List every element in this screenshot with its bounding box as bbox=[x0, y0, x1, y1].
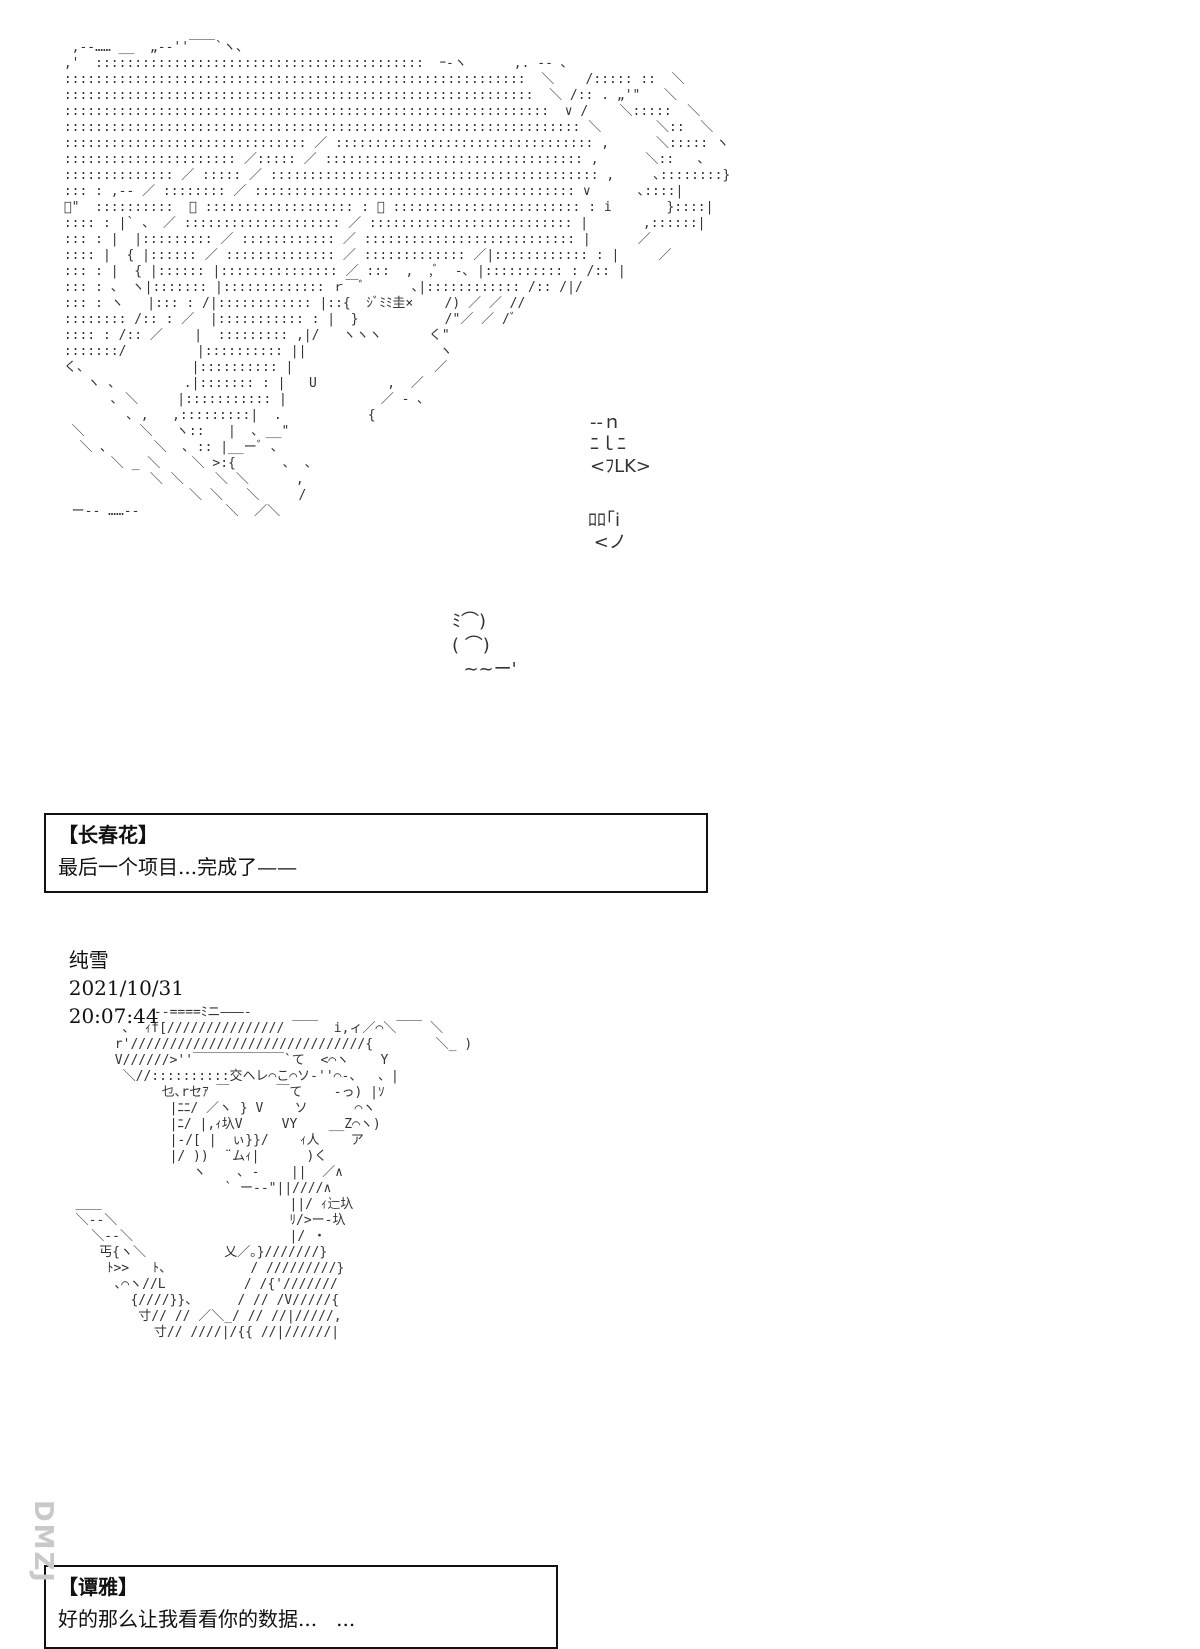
post-date: 2021/10/31 bbox=[68, 976, 184, 1000]
post-time: 20:07:44 bbox=[68, 1004, 159, 1028]
ascii-art-panel-1: ,-‐…… __ „-‐''￣￣`ヽ、 ,' :::::::::::::::::… bbox=[56, 40, 731, 519]
ascii-art-panel-2: --====ﾐニ―――- ､ ｨf[/////////////// ￣￣ i,ィ… bbox=[75, 1005, 473, 1340]
speaker-name: 【谭雅】 bbox=[58, 1575, 138, 1599]
dialog-box-2: 【谭雅】 好的那么让我看看你的数据... ... bbox=[44, 1565, 558, 1649]
post-meta: 纯雪 2021/10/31 20:07:44 bbox=[56, 918, 206, 1030]
dialog-line: 好的那么让我看看你的数据... ... bbox=[58, 1607, 356, 1631]
dialog-box-1: 【长春花】 最后一个项目...完成了—— bbox=[44, 813, 708, 893]
speaker-name: 【长春花】 bbox=[58, 823, 158, 847]
post-author: 纯雪 bbox=[68, 948, 109, 972]
sfx-text-mid: ﾛﾛ｢i <ノ bbox=[588, 510, 627, 553]
sfx-text-small: ﾐ⌒) ( ⌒) ~~ー' bbox=[452, 611, 517, 680]
dialog-line: 最后一个项目...完成了—— bbox=[58, 855, 298, 879]
watermark-logo: DMZJ bbox=[28, 1500, 58, 1584]
sfx-text-top: --ｎ ﾆｌﾆ <ﾌLK> bbox=[590, 412, 651, 477]
